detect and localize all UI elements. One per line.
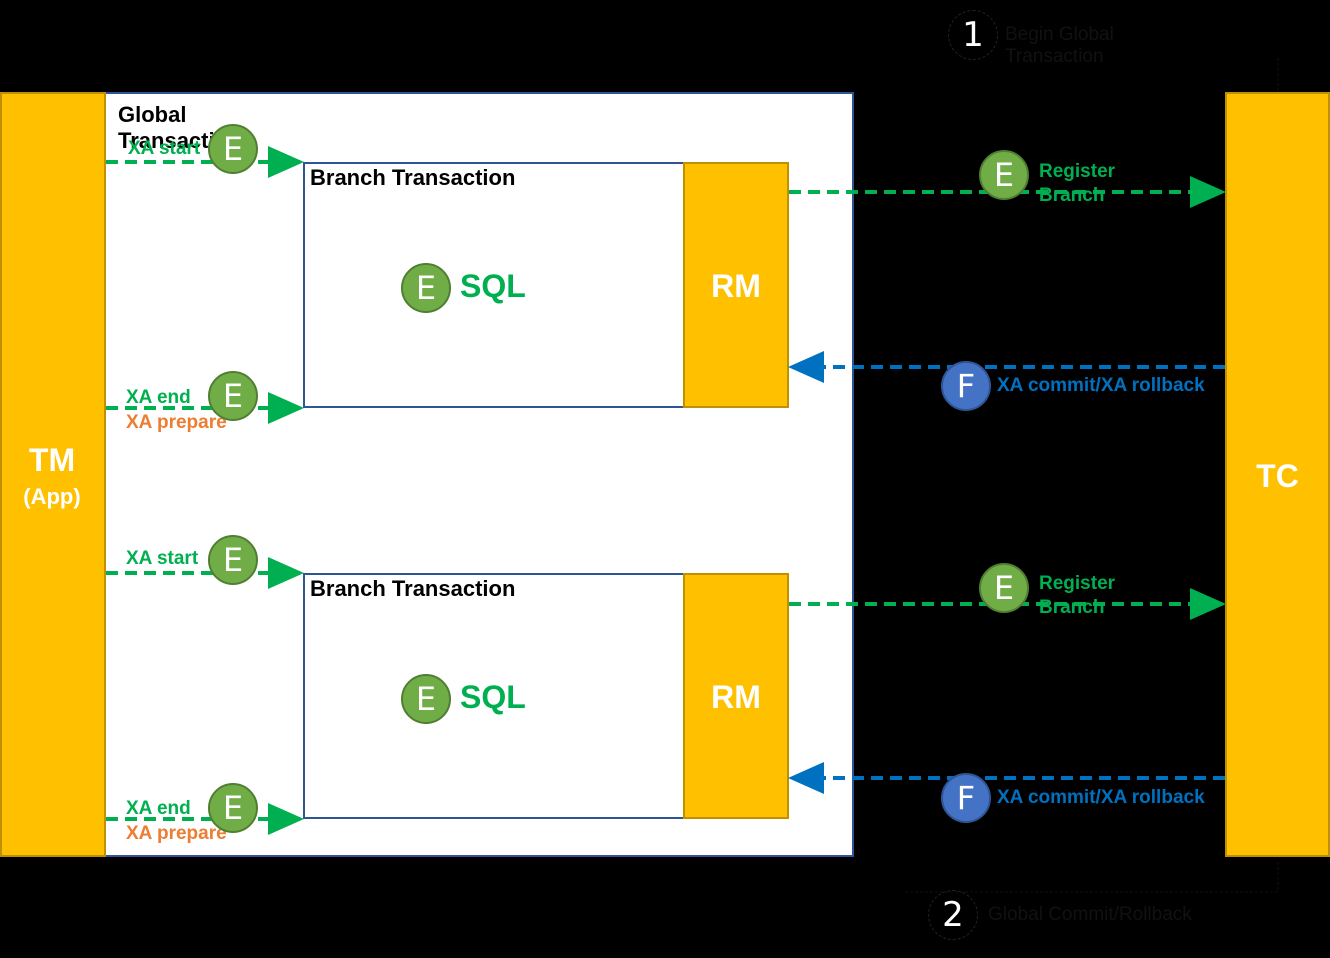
sql-label-2: SQL bbox=[460, 679, 526, 715]
xa-start-label-1: XA start bbox=[128, 138, 201, 159]
finish-badge-commit-2: F bbox=[941, 773, 991, 823]
execute-badge-xa-end-1: E bbox=[208, 371, 258, 421]
branch-transaction-box-2 bbox=[303, 573, 685, 819]
tc-title: TC bbox=[1256, 458, 1299, 494]
branch-transaction-box-1 bbox=[303, 162, 685, 408]
commit-rollback-label-1: XA commit/XA rollback bbox=[997, 375, 1205, 396]
execute-badge-register-2: E bbox=[979, 563, 1029, 613]
tm-component bbox=[0, 92, 106, 857]
execute-badge-xa-end-2: E bbox=[208, 783, 258, 833]
commit-rollback-label-2: XA commit/XA rollback bbox=[997, 787, 1205, 808]
branch-transaction-title-1: Branch Transaction bbox=[310, 165, 516, 190]
step-1-badge: 1 bbox=[948, 10, 998, 60]
rm-component-1 bbox=[683, 162, 789, 408]
xa-end-label-1: XA end bbox=[126, 387, 191, 408]
execute-badge-xa-start-2: E bbox=[208, 535, 258, 585]
step-2-label: Global Commit/Rollback bbox=[988, 904, 1192, 925]
xa-prepare-label-1: XA prepare bbox=[126, 412, 227, 433]
tc-component bbox=[1225, 92, 1330, 857]
rm-label-2: RM bbox=[711, 679, 761, 715]
xa-start-label-2: XA start bbox=[126, 548, 199, 569]
rm-component-2 bbox=[683, 573, 789, 819]
execute-badge-register-1: E bbox=[979, 150, 1029, 200]
register-branch-label-2: Register Branch bbox=[1039, 573, 1116, 618]
sql-label-1: SQL bbox=[460, 268, 526, 304]
execute-badge-sql-1: E bbox=[401, 263, 451, 313]
register-branch-label-1: Register Branch bbox=[1039, 161, 1116, 206]
execute-badge-xa-start-1: E bbox=[208, 124, 258, 174]
branch-transaction-title-2: Branch Transaction bbox=[310, 576, 516, 601]
tm-title: TM bbox=[28, 442, 76, 478]
rm-label-1: RM bbox=[711, 268, 761, 304]
execute-badge-sql-2: E bbox=[401, 674, 451, 724]
finish-badge-commit-1: F bbox=[941, 361, 991, 411]
step-1-label: Begin Global Transaction bbox=[1005, 24, 1114, 67]
step-2-badge: 2 bbox=[928, 890, 978, 940]
tm-subtitle: (App) bbox=[23, 484, 81, 509]
xa-prepare-label-2: XA prepare bbox=[126, 823, 227, 844]
xa-end-label-2: XA end bbox=[126, 798, 191, 819]
